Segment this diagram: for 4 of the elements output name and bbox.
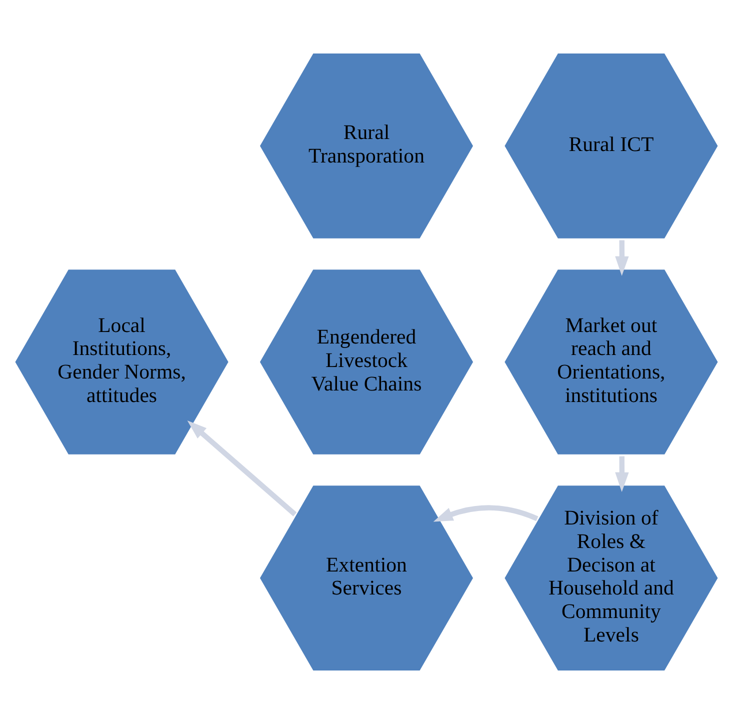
arrow (615, 456, 629, 492)
arrow (433, 505, 538, 522)
arrow (187, 420, 297, 516)
arrow (615, 240, 629, 276)
